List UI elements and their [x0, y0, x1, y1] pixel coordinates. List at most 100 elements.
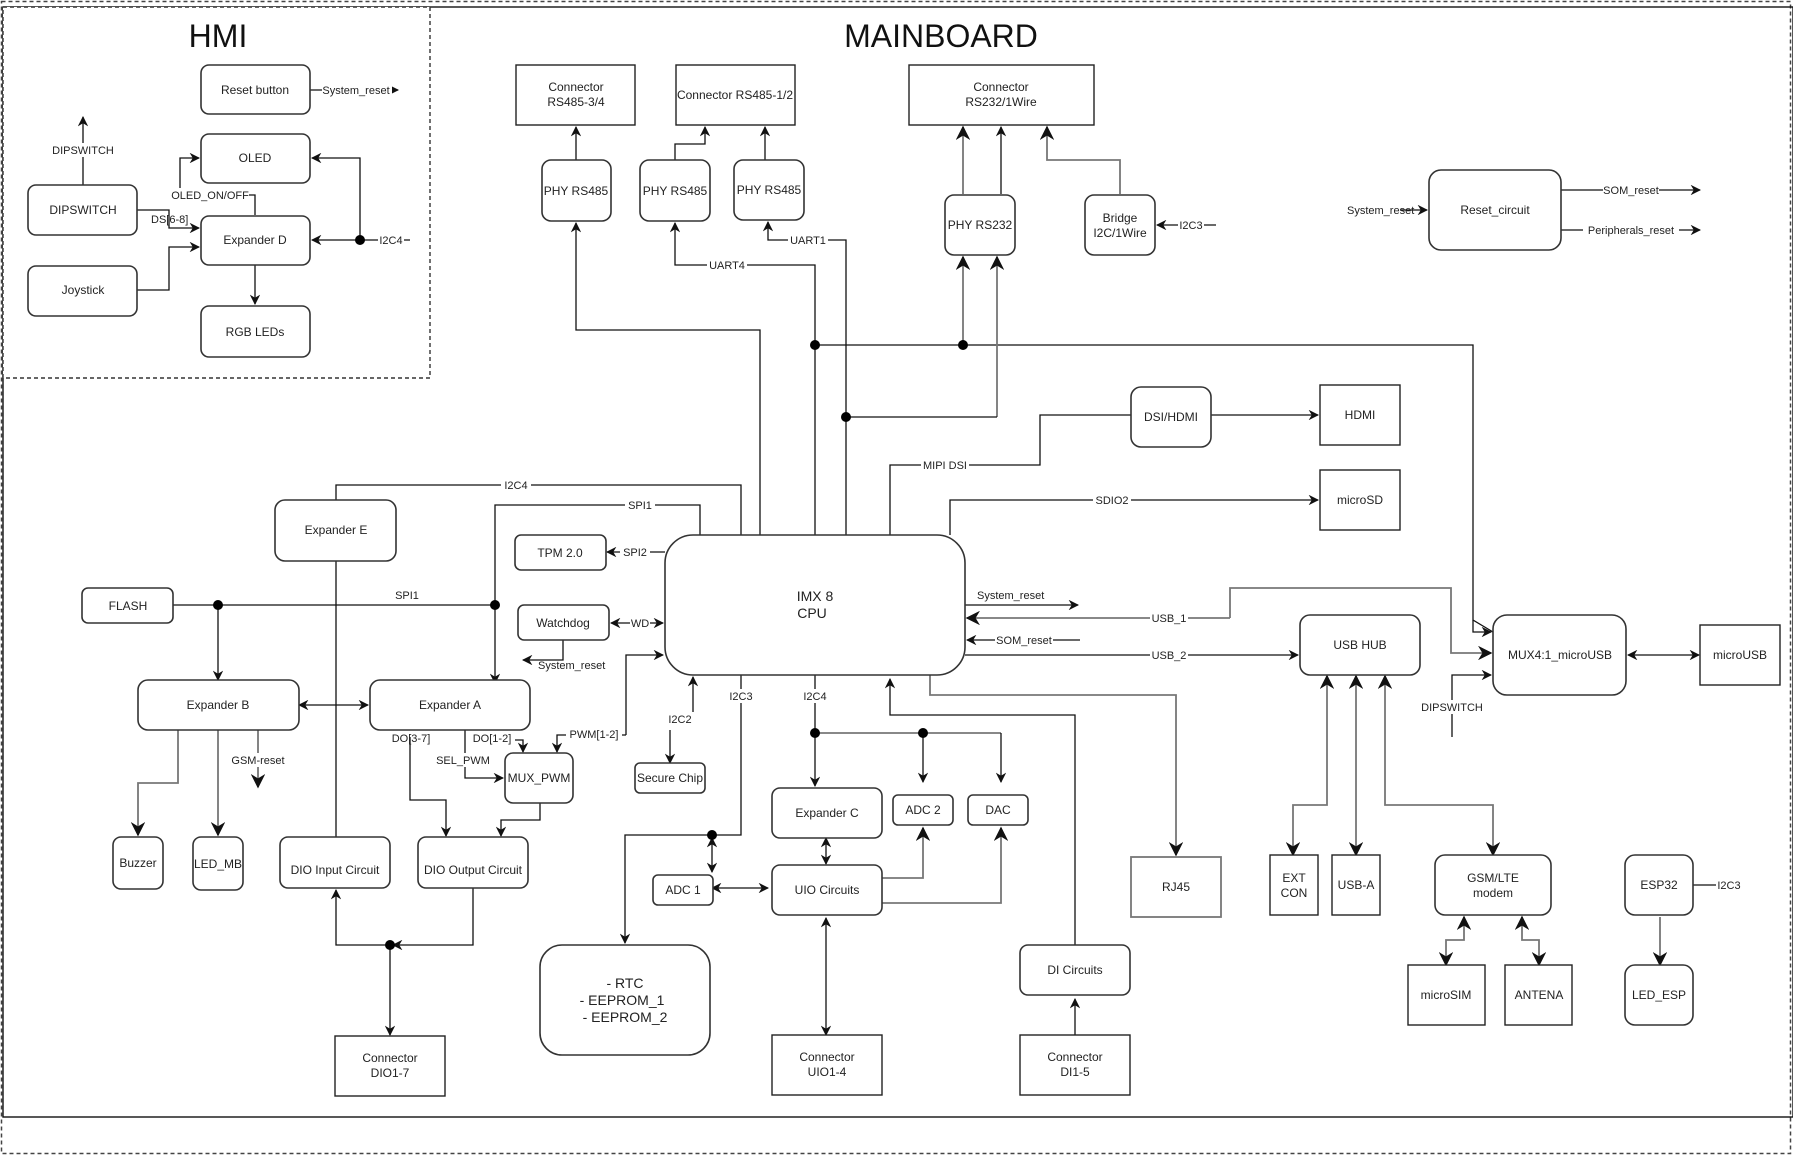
svg-text:PHY RS485: PHY RS485	[643, 184, 708, 198]
block-dac[interactable]: DAC	[967, 794, 1029, 826]
svg-text:CPU: CPU	[797, 605, 827, 621]
block-rgb-leds[interactable]: RGB LEDs	[200, 305, 311, 358]
svg-text:Reset_circuit: Reset_circuit	[1460, 203, 1530, 217]
svg-text:ADC 2: ADC 2	[905, 803, 941, 817]
signal-system-reset-cpu: System_reset	[977, 590, 1044, 602]
block-dio-output-circuit[interactable]: DIO Output Circuit	[417, 836, 529, 889]
signal-i2c4-hmi: I2C4	[379, 235, 402, 247]
svg-text:Secure Chip: Secure Chip	[637, 771, 703, 785]
block-adc2[interactable]: ADC 2	[892, 794, 954, 826]
svg-text:DIO1-7: DIO1-7	[371, 1066, 410, 1080]
signal-ds-6-8: DS[6-8]	[151, 214, 188, 226]
signal-wd: WD	[631, 618, 649, 630]
block-usb-hub[interactable]: USB HUB	[1299, 614, 1421, 676]
block-microusb[interactable]: microUSB	[1699, 624, 1781, 686]
block-dsi-hdmi[interactable]: DSI/HDMI	[1130, 386, 1212, 448]
block-microsim[interactable]: microSIM	[1407, 964, 1486, 1026]
block-joystick[interactable]: Joystick	[27, 265, 138, 317]
block-buzzer[interactable]: Buzzer	[112, 836, 164, 890]
signal-sdio2: SDIO2	[1095, 495, 1128, 507]
block-expander-c[interactable]: Expander C	[771, 787, 883, 839]
block-mux-microusb[interactable]: MUX4:1_microUSB	[1492, 614, 1627, 696]
block-oled[interactable]: OLED	[200, 133, 311, 184]
svg-text:Buzzer: Buzzer	[119, 856, 156, 870]
svg-text:DIPSWITCH: DIPSWITCH	[49, 203, 116, 217]
block-expander-a[interactable]: Expander A	[369, 679, 531, 731]
block-adc1[interactable]: ADC 1	[652, 874, 714, 906]
block-phy-rs232[interactable]: PHY RS232	[944, 194, 1016, 256]
block-mux-pwm[interactable]: MUX_PWM	[504, 752, 574, 804]
svg-text:Connector: Connector	[799, 1050, 854, 1064]
svg-text:Expander D: Expander D	[223, 233, 287, 247]
svg-text:FLASH: FLASH	[109, 599, 148, 613]
block-expander-d[interactable]: Expander D	[200, 215, 311, 266]
signal-pwm: PWM[1-2]	[570, 729, 619, 741]
svg-text:Watchdog: Watchdog	[536, 616, 590, 630]
block-usb-a[interactable]: USB-A	[1331, 854, 1381, 916]
svg-text:GSM/LTE: GSM/LTE	[1467, 871, 1519, 885]
block-led-mb[interactable]: LED_MB	[192, 836, 244, 891]
block-phy-rs485-1[interactable]: PHY RS485	[541, 159, 612, 222]
block-rj45[interactable]: RJ45	[1130, 856, 1222, 918]
svg-text:CON: CON	[1281, 886, 1308, 900]
svg-text:USB-A: USB-A	[1338, 878, 1375, 892]
block-antena[interactable]: ANTENA	[1504, 964, 1573, 1026]
block-reset-button[interactable]: Reset button	[200, 64, 311, 115]
svg-text:ANTENA: ANTENA	[1515, 988, 1564, 1002]
block-expander-e[interactable]: Expander E	[274, 499, 397, 562]
block-phy-rs485-2[interactable]: PHY RS485	[639, 159, 711, 222]
svg-text:Joystick: Joystick	[62, 283, 106, 297]
mainboard-title: MAINBOARD	[844, 18, 1038, 54]
block-dipswitch[interactable]: DIPSWITCH	[27, 184, 138, 236]
block-uio-circuits[interactable]: UIO Circuits	[771, 864, 883, 916]
svg-text:RS232/1Wire: RS232/1Wire	[965, 95, 1037, 109]
block-watchdog[interactable]: Watchdog	[517, 604, 610, 641]
block-di-circuits[interactable]: DI Circuits	[1019, 944, 1131, 996]
block-microsd[interactable]: microSD	[1319, 469, 1401, 531]
signal-system-reset: System_reset	[322, 85, 389, 97]
block-rtc-eeprom[interactable]: - RTC- EEPROM_1- EEPROM_2	[539, 944, 711, 1056]
block-expander-b[interactable]: Expander B	[137, 679, 300, 731]
signal-system-reset-in: System_reset	[1347, 205, 1414, 217]
signal-mipi-dsi: MIPI DSI	[923, 460, 967, 472]
svg-text:microSD: microSD	[1337, 493, 1383, 507]
svg-text:UIO Circuits: UIO Circuits	[795, 883, 860, 897]
svg-text:Connector: Connector	[548, 80, 603, 94]
block-secure-chip[interactable]: Secure Chip	[634, 762, 706, 794]
svg-text:- EEPROM_2: - EEPROM_2	[583, 1009, 668, 1025]
signal-gsm-reset: GSM-reset	[231, 755, 284, 767]
svg-text:PHY RS485: PHY RS485	[544, 184, 609, 198]
block-dio-input-circuit[interactable]: DIO Input Circuit	[279, 836, 391, 889]
block-reset-circuit[interactable]: Reset_circuit	[1428, 169, 1562, 251]
svg-text:Expander B: Expander B	[187, 698, 250, 712]
block-phy-rs485-3[interactable]: PHY RS485	[733, 159, 805, 221]
signal-dipswitch-mux: DIPSWITCH	[1421, 702, 1483, 714]
svg-text:MUX_PWM: MUX_PWM	[508, 771, 571, 785]
signal-usb-1: USB_1	[1152, 613, 1187, 625]
block-flash[interactable]: FLASH	[81, 587, 174, 624]
block-led-esp[interactable]: LED_ESP	[1624, 964, 1694, 1026]
signal-peripherals-reset: Peripherals_reset	[1588, 225, 1674, 237]
svg-text:Reset button: Reset button	[221, 83, 289, 97]
signal-som-reset: SOM_reset	[1603, 185, 1659, 197]
svg-text:RGB LEDs: RGB LEDs	[226, 325, 285, 339]
mainboard-frame	[2, 6, 1793, 1118]
svg-text:I2C/1Wire: I2C/1Wire	[1093, 226, 1147, 240]
svg-text:ADC 1: ADC 1	[665, 883, 701, 897]
block-connector-rs485-1-2[interactable]: Connector RS485-1/2	[675, 64, 796, 126]
block-esp32[interactable]: ESP32	[1624, 854, 1694, 916]
svg-text:OLED: OLED	[239, 151, 272, 165]
svg-text:Connector: Connector	[973, 80, 1028, 94]
block-hdmi[interactable]: HDMI	[1319, 384, 1401, 446]
block-tpm[interactable]: TPM 2.0	[514, 534, 607, 571]
svg-text:Connector RS485-1/2: Connector RS485-1/2	[677, 88, 793, 102]
